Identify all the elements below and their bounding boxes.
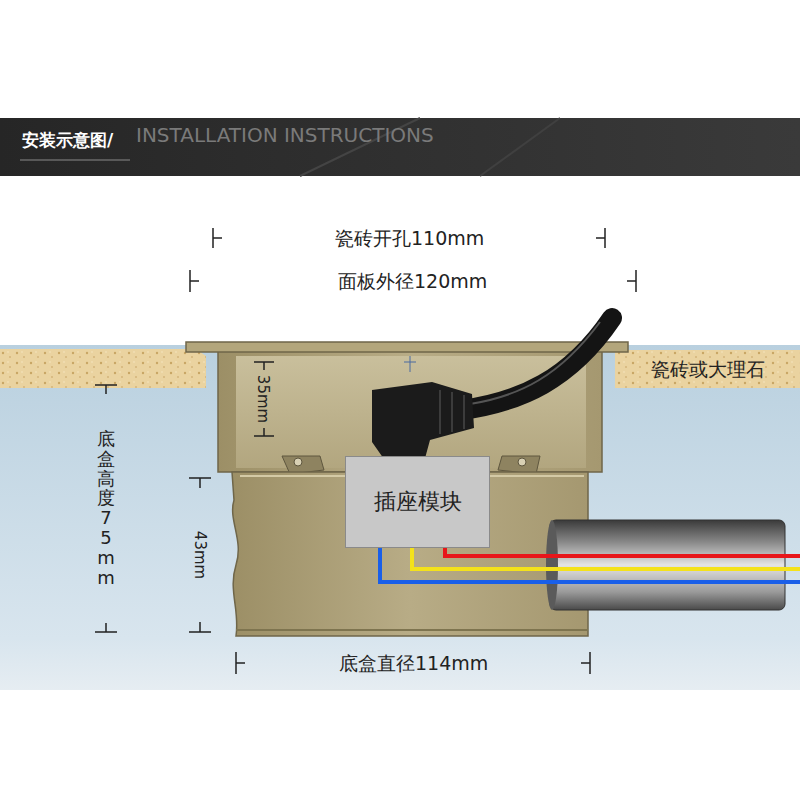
- box-edge: [236, 629, 588, 631]
- tick: [213, 228, 222, 248]
- dimension-label: 瓷砖开孔110mm: [335, 227, 484, 250]
- dimension-label: 底盒直径114mm: [339, 652, 488, 675]
- tick: [236, 652, 245, 674]
- tick: [627, 270, 636, 292]
- upper-cup: [218, 350, 602, 472]
- dimension-label: 面板外径120mm: [338, 270, 487, 293]
- socket-module: 插座模块: [345, 456, 490, 548]
- tick: [190, 270, 199, 292]
- tick: [596, 228, 605, 248]
- tick: [189, 622, 211, 632]
- screw: [294, 458, 302, 466]
- dimension-label: 底盒高度75mm: [97, 429, 115, 587]
- tick: [581, 652, 590, 674]
- conduit: [550, 520, 785, 610]
- tick: [95, 623, 117, 632]
- cup-inner: [236, 356, 586, 468]
- wire-blue: [380, 548, 800, 582]
- watermark: INSTALLATION INSTRUCTIONS: [136, 123, 434, 147]
- dimension-label: 43mm: [191, 531, 209, 579]
- panel-flange: [186, 342, 628, 352]
- conduit-end: [546, 520, 558, 610]
- tick: [95, 385, 117, 394]
- page-title: 安装示意图/: [22, 129, 113, 152]
- screw: [518, 458, 526, 466]
- plug: [372, 382, 474, 462]
- wire-yellow: [412, 548, 800, 569]
- header-bar: [0, 118, 800, 176]
- header-streak: [480, 118, 560, 176]
- cable: [462, 318, 612, 410]
- node-text: 瓷砖或大理石: [651, 358, 765, 381]
- wire-red: [445, 548, 800, 556]
- cable-highlight: [470, 322, 600, 404]
- header-rule: [20, 160, 130, 161]
- tile-right: [615, 350, 800, 388]
- tile-left: [0, 349, 206, 388]
- plug-ribs: [440, 390, 464, 434]
- plug-mark: [404, 356, 416, 372]
- node-text: 插座模块: [374, 489, 462, 515]
- tick: [254, 428, 274, 436]
- tile-band: 瓷砖或大理石: [615, 350, 800, 388]
- dimension-ticks: [95, 228, 636, 674]
- tick: [254, 362, 274, 370]
- tick: [189, 478, 211, 488]
- dimension-label: 35mm: [254, 375, 272, 423]
- ground: [0, 345, 800, 690]
